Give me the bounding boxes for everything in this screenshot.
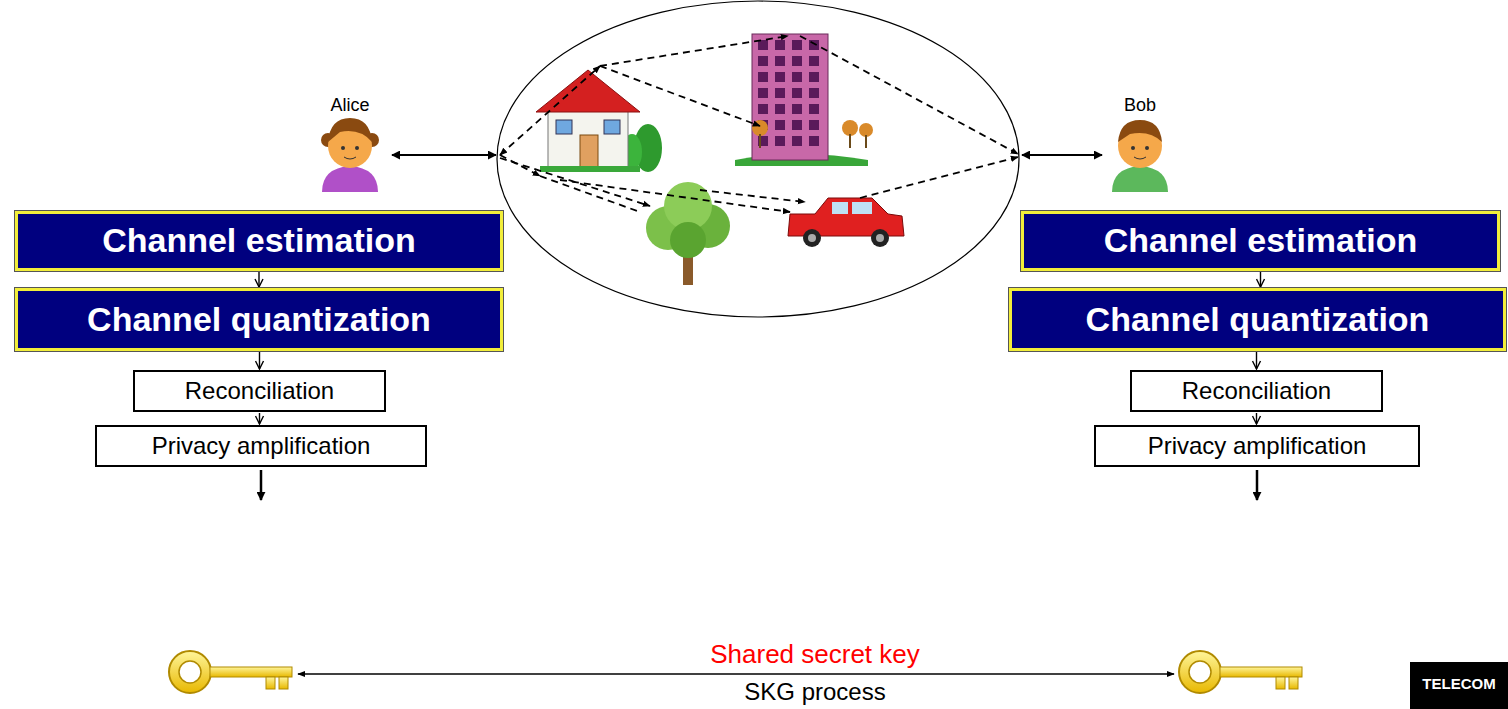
process-box: Channel quantization bbox=[1009, 288, 1506, 351]
process-box: Privacy amplification bbox=[95, 425, 427, 467]
process-box: Reconciliation bbox=[1130, 370, 1383, 412]
process-box: Privacy amplification bbox=[1094, 425, 1420, 467]
multipath-ray bbox=[500, 36, 1018, 212]
flow-arrow bbox=[259, 352, 260, 369]
person-name: Bob bbox=[1120, 95, 1160, 116]
key-icon bbox=[1179, 651, 1302, 693]
output-arrow bbox=[260, 470, 263, 500]
flow-arrow bbox=[1256, 352, 1257, 369]
box-text: Privacy amplification bbox=[152, 432, 371, 460]
flow-arrow bbox=[1260, 272, 1261, 287]
flow-arrow bbox=[1256, 413, 1257, 424]
environment-ellipse bbox=[497, 1, 1019, 317]
process-box: Channel estimation bbox=[15, 211, 503, 271]
process-box: Channel quantization bbox=[15, 288, 503, 351]
link-arrow bbox=[392, 154, 496, 156]
box-text: Privacy amplification bbox=[1148, 432, 1367, 460]
car-icon bbox=[788, 198, 904, 247]
tree-icon bbox=[646, 182, 730, 285]
flow-arrow bbox=[259, 413, 260, 424]
box-text: Channel quantization bbox=[1086, 300, 1430, 339]
box-text: Reconciliation bbox=[1182, 377, 1331, 405]
link-arrow bbox=[1022, 154, 1102, 156]
logo-box bbox=[1410, 662, 1508, 709]
bob-icon bbox=[1112, 120, 1168, 192]
house-icon bbox=[536, 70, 662, 172]
alice-icon bbox=[321, 118, 379, 192]
logo-text: TELECOM bbox=[1418, 675, 1499, 692]
edge-caption: Shared secret key bbox=[706, 640, 924, 670]
flow-arrow bbox=[258, 272, 259, 287]
box-text: Reconciliation bbox=[185, 377, 334, 405]
process-box: Reconciliation bbox=[133, 370, 386, 412]
box-text: Channel estimation bbox=[1104, 221, 1418, 260]
box-text: Channel estimation bbox=[102, 221, 416, 260]
building-icon bbox=[735, 34, 873, 166]
process-box: Channel estimation bbox=[1021, 211, 1500, 271]
process-caption: SKG process bbox=[740, 678, 889, 706]
shared-key-line bbox=[298, 673, 1174, 675]
key-icon bbox=[169, 651, 292, 693]
output-arrow bbox=[1256, 470, 1259, 500]
box-text: Channel quantization bbox=[87, 300, 431, 339]
person-name: Alice bbox=[326, 95, 373, 116]
